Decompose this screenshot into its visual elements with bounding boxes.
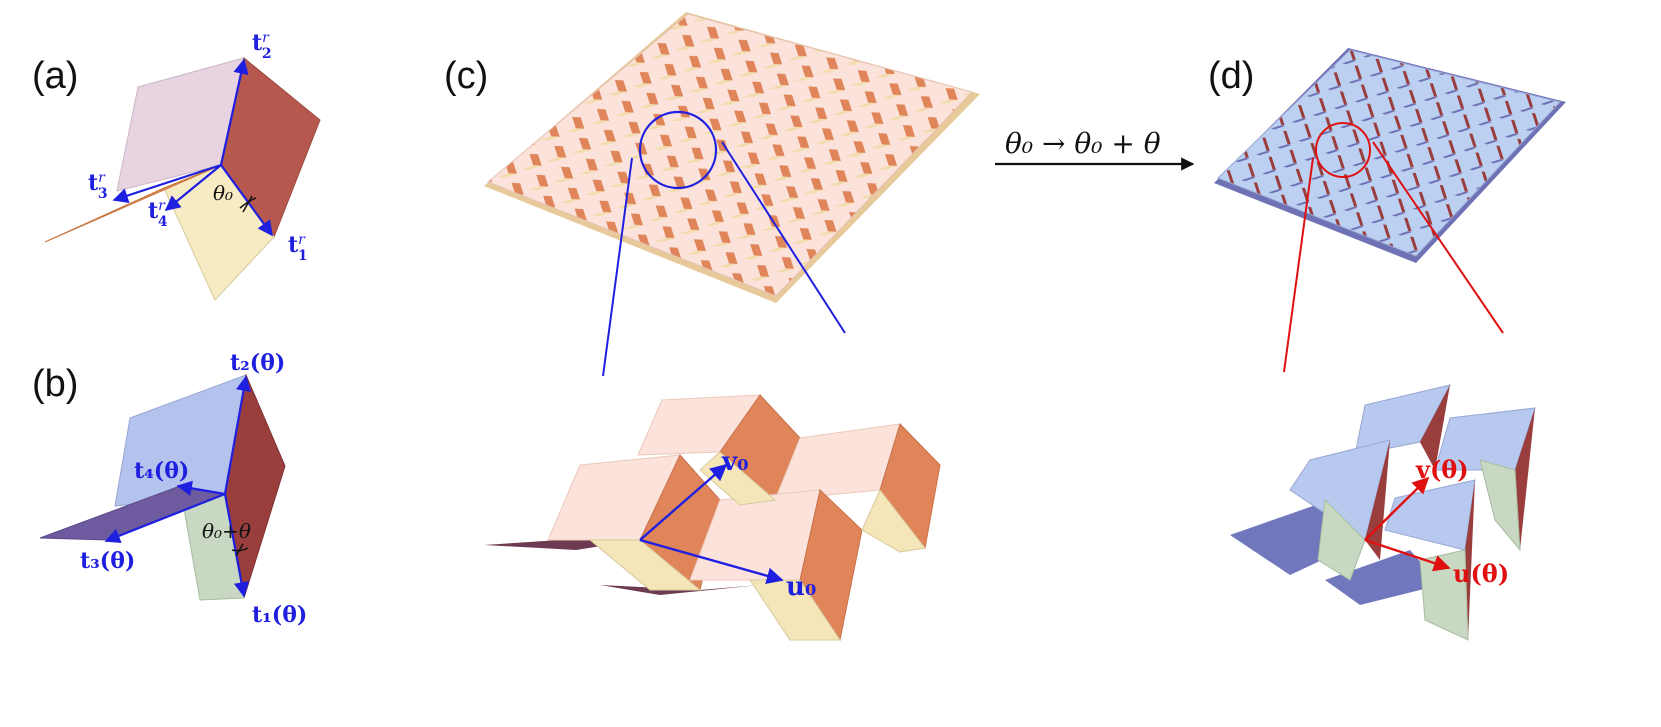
panel-a-angle-tick (242, 195, 253, 213)
cell-c-cream-top (861, 489, 926, 553)
panel-c-label-v0: v₀ (721, 447, 749, 477)
panel-d-zoom-line-right (1372, 141, 1504, 334)
panel-a-label: (a) (32, 55, 78, 97)
cell-d-sage-right (1419, 549, 1469, 641)
panel-c-vector-v0 (639, 463, 728, 541)
panel-b-label-t1: t₁(θ) (252, 602, 307, 628)
cell-d-sage-left (1317, 498, 1366, 581)
panel-c-zoom-line-right (721, 141, 846, 334)
panel-c: (c) v₀ u₀ (444, 12, 980, 642)
panel-b-label-t3: t₃(θ) (80, 548, 135, 574)
cell-d-mid-left-side (1365, 440, 1390, 560)
panel-a-vector-t2 (219, 58, 249, 166)
panel-c-label: (c) (444, 55, 488, 97)
panel-c-zoom-line-left (602, 157, 633, 377)
cell-d-mid-right-face (1384, 479, 1476, 551)
panel-b-vector-t3 (104, 492, 226, 544)
transition: θ₀ → θ₀ + θ (995, 127, 1195, 171)
cell-d-mid-right-side (1465, 480, 1475, 640)
panel-d-label: (d) (1208, 55, 1254, 97)
panel-d-zoom-circle (1315, 122, 1371, 178)
panel-b-vector-t1 (223, 493, 250, 598)
panel-d-tessellation-sheet (1217, 49, 1561, 257)
cell-d-top-left-side (1420, 385, 1450, 470)
panel-b-vector-t2 (223, 375, 252, 495)
panel-c-vector-u0 (639, 538, 784, 584)
panel-d-label-v: v(θ) (1415, 455, 1469, 484)
panel-d-vector-u (1364, 538, 1451, 572)
panel-a-vector-t1 (220, 164, 273, 237)
panel-a-angle-label: θ₀ (213, 181, 233, 205)
panel-d-label-u: u(θ) (1453, 559, 1509, 588)
transition-label: θ₀ → θ₀ + θ (1005, 127, 1161, 160)
cell-d-sage-top (1479, 459, 1521, 552)
panel-b-label-t4: t₄(θ) (134, 458, 189, 484)
cell-d-top-right-side (1515, 408, 1535, 550)
panel-d: (d) v(θ) u(θ) (1208, 48, 1566, 641)
panel-c-zoom-circle (638, 110, 718, 190)
panel-d-unit-cell (1230, 384, 1536, 641)
panel-b-angle-tick (235, 543, 244, 557)
panel-b-label: (b) (32, 363, 78, 405)
panel-d-vector-v (1364, 476, 1430, 541)
panel-a-vector-t3 (112, 163, 222, 204)
panel-a-vector-t4 (164, 164, 222, 211)
panel-b-vector-t4 (176, 480, 226, 496)
panel-c-unit-cell (484, 394, 941, 642)
panel-d-zoom-line-left (1283, 157, 1314, 373)
panel-b-label-t2: t₂(θ) (230, 350, 285, 376)
cell-d-flap-right (1325, 550, 1440, 605)
panel-b-angle-label: θ₀+θ (202, 519, 251, 543)
panel-b: (b) θ₀+θ t₂(θ) t₄(θ) t₃(θ) t₁(θ) (32, 350, 307, 628)
panel-a-face-flap (44, 164, 222, 243)
panel-c-label-u0: u₀ (786, 572, 816, 602)
cell-c-cream-left (588, 539, 702, 591)
